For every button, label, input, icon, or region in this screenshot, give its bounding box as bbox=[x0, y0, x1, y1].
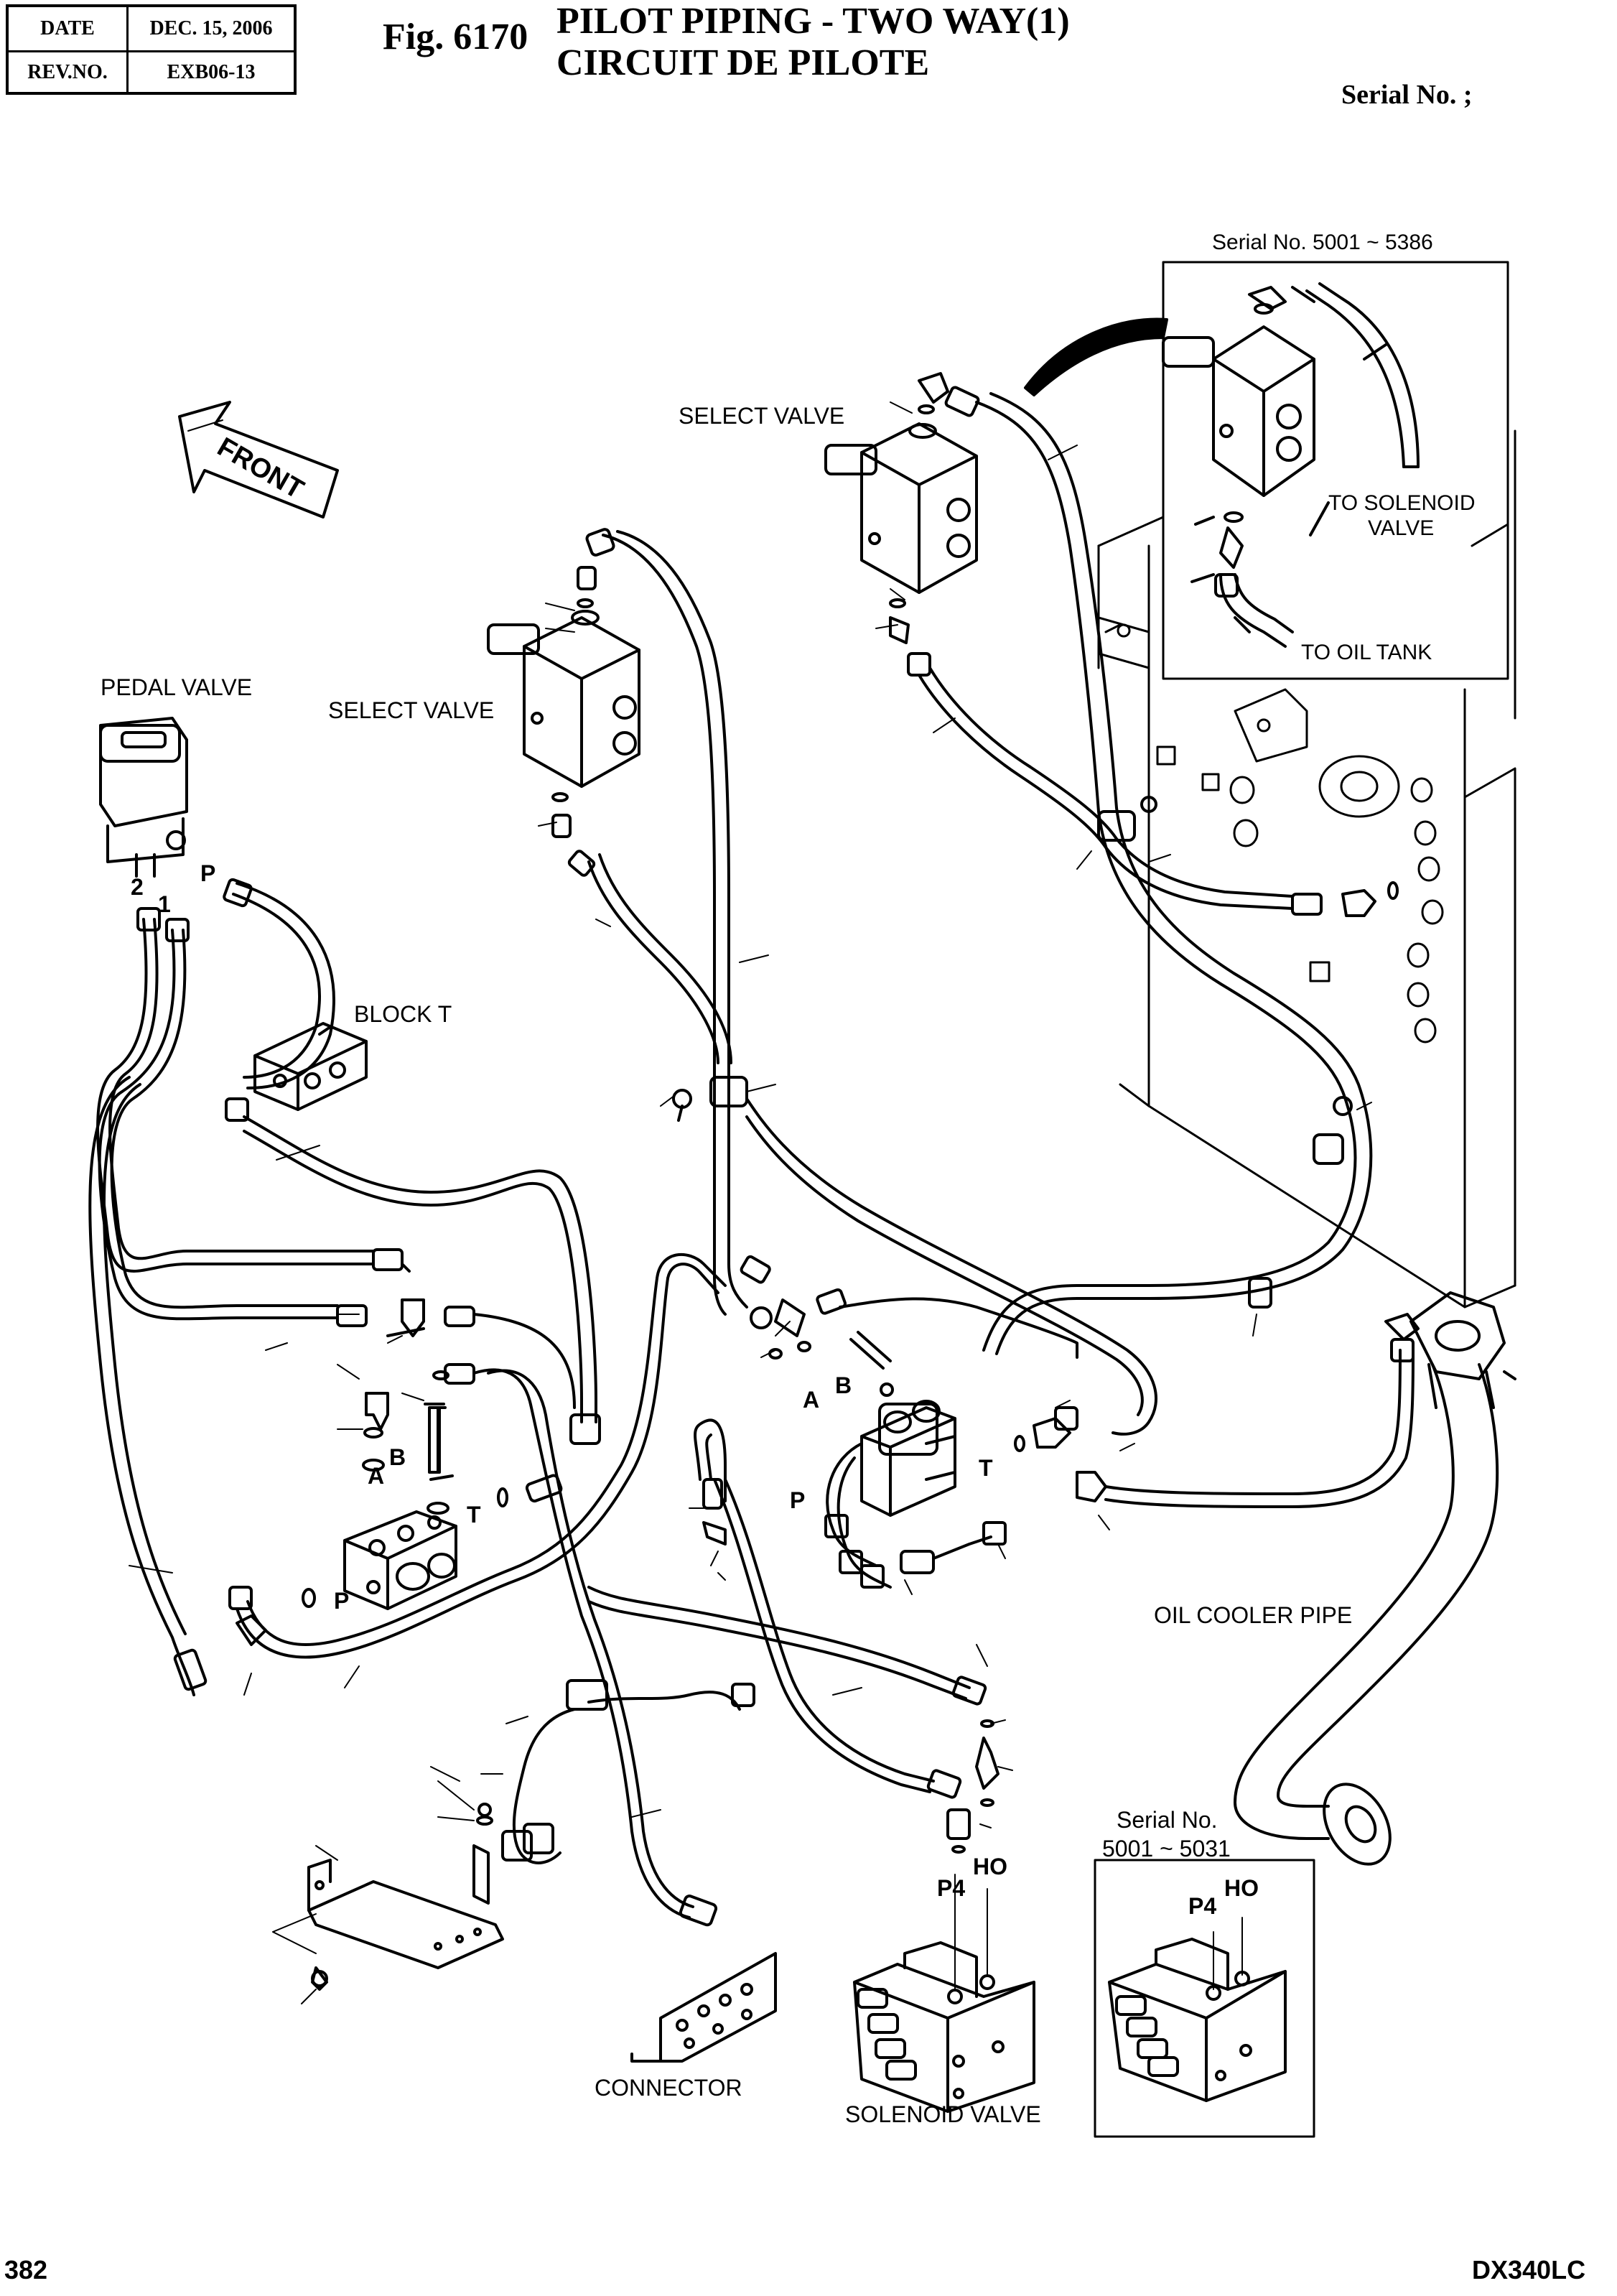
model-number: DX340LC bbox=[1472, 2255, 1586, 2285]
clamps bbox=[672, 796, 1353, 1436]
header-table: DATE DEC. 15, 2006 REV.NO. EXB06-13 bbox=[6, 4, 297, 95]
solenoid-valve-label: SOLENOID VALVE bbox=[845, 2101, 1041, 2127]
front-arrow bbox=[178, 401, 339, 519]
inset-to-solenoid-2: VALVE bbox=[1368, 516, 1434, 540]
title-english: PILOT PIPING - TWO WAY(1) bbox=[556, 1, 1070, 42]
date-value: DEC. 15, 2006 bbox=[149, 17, 273, 39]
inset-top-serial: Serial No. 5001 ~ 5386 bbox=[1212, 231, 1433, 254]
port-b-right: B bbox=[835, 1372, 852, 1398]
rev-value: EXB06-13 bbox=[167, 60, 256, 83]
port-b-left: B bbox=[389, 1444, 406, 1470]
port-p-pedal: P bbox=[200, 860, 215, 886]
rev-label: REV.NO. bbox=[27, 60, 108, 83]
oil-cooler-pipe-label: OIL COOLER PIPE bbox=[1154, 1602, 1352, 1628]
port-1: 1 bbox=[158, 891, 171, 917]
right-control-block bbox=[694, 1255, 1420, 1799]
port-p-right: P bbox=[790, 1487, 805, 1513]
inset-to-oil-tank: TO OIL TANK bbox=[1301, 641, 1432, 664]
serial-number: Serial No. ; bbox=[1341, 80, 1473, 110]
inset-bottom-serial-2: 5001 ~ 5031 bbox=[1102, 1836, 1231, 1862]
connector-label: CONNECTOR bbox=[595, 2075, 742, 2101]
page-number: 382 bbox=[4, 2255, 48, 2285]
select-valve-left bbox=[487, 528, 732, 1064]
select-valve-label-2: SELECT VALVE bbox=[328, 697, 494, 723]
figure-number: Fig. 6170 bbox=[383, 17, 528, 57]
front-label: FRONT bbox=[213, 432, 309, 505]
select-valve-label-1: SELECT VALVE bbox=[679, 403, 844, 429]
date-label: DATE bbox=[40, 17, 95, 39]
inset-serial-5001-5386 bbox=[1024, 261, 1509, 680]
mounting-bracket bbox=[307, 1803, 504, 1991]
leader-lines bbox=[129, 401, 1372, 2004]
port-t-left: T bbox=[467, 1502, 481, 1528]
select-valve-right bbox=[824, 372, 1399, 1355]
pedal-valve-label: PEDAL VALVE bbox=[101, 674, 252, 700]
inset-serial-5001-5031 bbox=[1094, 1859, 1315, 2138]
inset-to-solenoid-1: TO SOLENOID bbox=[1328, 491, 1476, 515]
block-t bbox=[253, 1022, 368, 1111]
port-p4: P4 bbox=[937, 1875, 965, 1901]
inset-port-ho: HO bbox=[1224, 1875, 1259, 1901]
port-ho: HO bbox=[973, 1854, 1007, 1879]
solenoid-hoses bbox=[587, 1586, 999, 1854]
inset-bottom-serial-1: Serial No. bbox=[1117, 1807, 1218, 1833]
title-french: CIRCUIT DE PILOTE bbox=[556, 42, 930, 83]
block-t-lines bbox=[225, 1097, 601, 1445]
port-t-right: T bbox=[979, 1455, 993, 1481]
port-2: 2 bbox=[131, 874, 144, 900]
oil-cooler-pipe bbox=[1234, 1291, 1516, 1866]
port-a-right: A bbox=[803, 1387, 819, 1413]
block-t-label: BLOCK T bbox=[354, 1001, 452, 1027]
left-control-block bbox=[228, 1248, 727, 1927]
pedal-valve-hoses bbox=[88, 878, 375, 1696]
pedal-valve bbox=[99, 717, 188, 878]
solenoid-valve bbox=[853, 1874, 1035, 2113]
port-a-left: A bbox=[368, 1463, 384, 1489]
port-p-left: P bbox=[334, 1588, 349, 1614]
hydraulic-tank bbox=[1097, 307, 1516, 1309]
connector-bracket bbox=[501, 1679, 777, 2063]
inset-port-p4: P4 bbox=[1188, 1893, 1216, 1919]
